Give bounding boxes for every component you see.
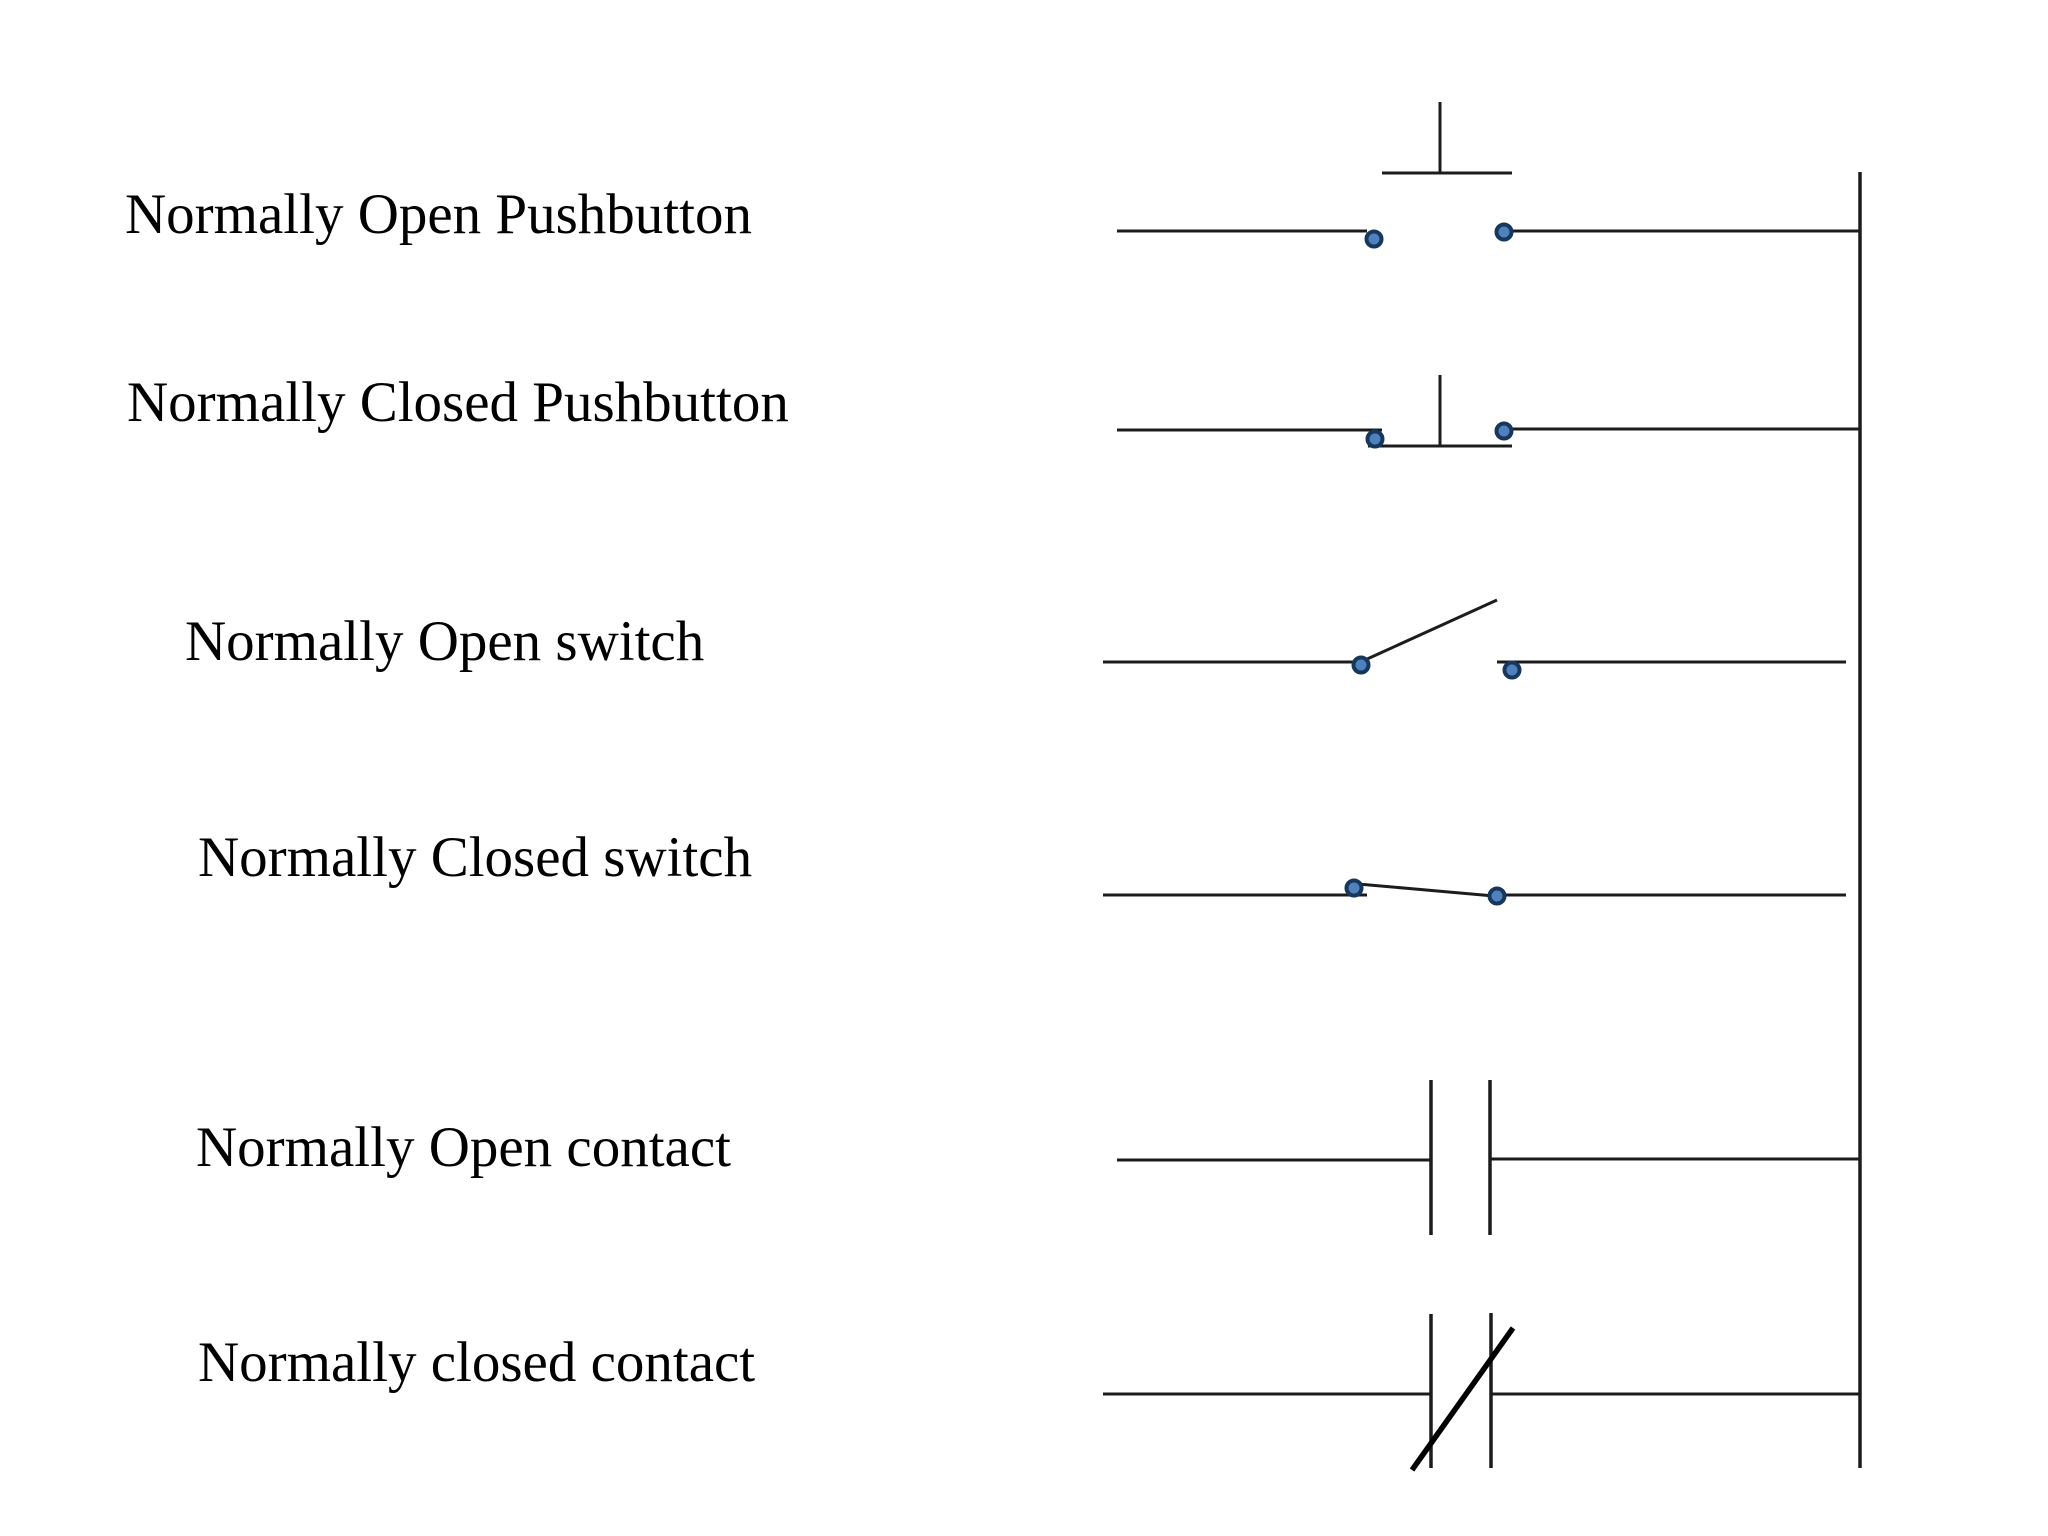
normally-closed-contact-icon	[1103, 1313, 1860, 1472]
normally-closed-switch-icon	[1103, 878, 1846, 906]
label-normally-open-switch: Normally Open switch	[185, 610, 705, 673]
label-normally-closed-contact: Normally closed contact	[198, 1331, 756, 1394]
no-switch-left-terminal-dot	[1351, 655, 1371, 675]
label-normally-open-contact: Normally Open contact	[196, 1116, 731, 1179]
normally-closed-pushbutton-icon	[1117, 375, 1860, 449]
normally-open-pushbutton-icon	[1117, 102, 1860, 249]
no-pushbutton-left-terminal-dot	[1364, 229, 1384, 249]
normally-open-switch-icon	[1103, 598, 1846, 680]
label-normally-open-pushbutton: Normally Open Pushbutton	[125, 183, 752, 246]
nc-switch-right-terminal-dot	[1487, 886, 1507, 906]
no-pushbutton-right-terminal-dot	[1494, 222, 1514, 242]
nc-switch-lever	[1357, 882, 1495, 898]
nc-switch-left-terminal-dot	[1344, 878, 1364, 898]
nc-contact-slash	[1409, 1326, 1516, 1472]
nc-pushbutton-right-terminal-dot	[1494, 421, 1514, 441]
label-normally-closed-pushbutton: Normally Closed Pushbutton	[127, 371, 789, 434]
nc-pushbutton-left-terminal-dot	[1365, 429, 1385, 449]
no-switch-right-terminal-dot	[1502, 660, 1522, 680]
normally-open-contact-icon	[1117, 1080, 1860, 1235]
label-normally-closed-switch: Normally Closed switch	[198, 826, 753, 889]
no-switch-lever	[1364, 598, 1498, 662]
